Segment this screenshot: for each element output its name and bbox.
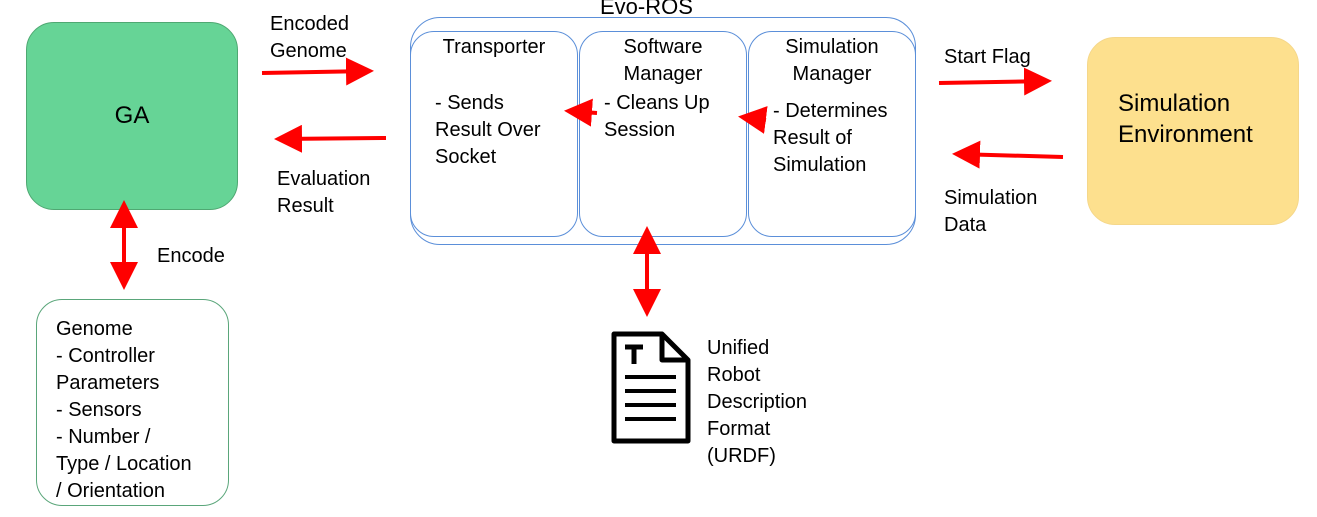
simulation-manager-body: - Determines Result of Simulation: [773, 100, 888, 176]
software-manager-body: - Cleans Up Session: [604, 92, 710, 141]
genome-node: Genome - Controller Parameters - Sensors…: [36, 299, 229, 506]
document-icon: [611, 331, 691, 444]
transporter-title: Transporter: [442, 36, 546, 58]
ga-label: GA: [114, 102, 150, 129]
simulation-manager-node: Simulation Manager - Determines Result o…: [748, 31, 916, 237]
transporter-body: - Sends Result Over Socket: [435, 92, 541, 168]
ga-node: GA: [26, 22, 238, 210]
urdf-label: Unified Robot Description Format (URDF): [707, 337, 808, 467]
software-manager-node: Software Manager - Cleans Up Session: [579, 31, 747, 237]
software-manager-title: Software Manager: [623, 36, 703, 85]
start-flag-label: Start Flag: [944, 46, 1031, 68]
software-to-transporter-arrow: [564, 98, 598, 127]
simulation-environment-node: Simulation Environment: [1087, 37, 1299, 225]
simulation-manager-title: Simulation Manager: [785, 36, 879, 85]
simmanager-to-software-arrow: [738, 106, 768, 134]
simulation-environment-label: Simulation Environment: [1118, 90, 1253, 148]
start-flag-arrow: [938, 67, 1052, 96]
encode-label: Encode: [157, 245, 225, 267]
simulation-data-arrow: [952, 140, 1064, 169]
evo-ros-title: Evo-ROS: [600, 0, 693, 19]
simulation-data-label: Simulation Data: [944, 187, 1038, 236]
encoded-genome-arrow: [261, 57, 374, 86]
evaluation-result-arrow: [274, 124, 387, 153]
genome-text: Genome - Controller Parameters - Sensors…: [56, 318, 192, 502]
encoded-genome-label: Encoded Genome: [270, 13, 349, 62]
transporter-node: Transporter - Sends Result Over Socket: [410, 31, 578, 237]
evaluation-result-label: Evaluation Result: [277, 168, 371, 217]
